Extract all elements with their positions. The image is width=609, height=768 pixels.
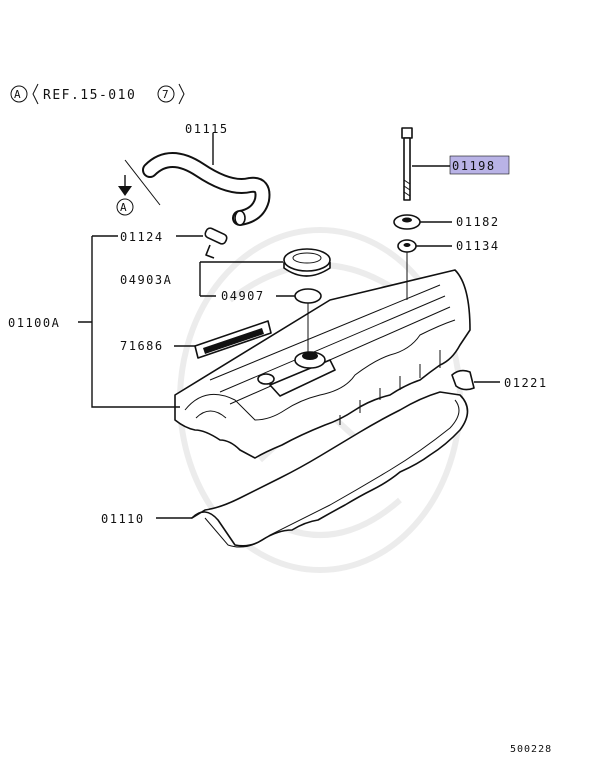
plug-part[interactable] [451,369,475,391]
label-01115: 01115 [185,122,229,136]
label-01124: 01124 [120,230,164,244]
label-01110: 01110 [101,512,145,526]
label-01221: 01221 [504,376,548,390]
connector-part[interactable] [204,227,228,259]
reference-circle-number: 7 [162,88,169,101]
seal-part[interactable] [397,239,417,253]
oil-cap-part[interactable] [283,248,331,277]
label-71686: 71686 [120,339,164,353]
label-01182: 01182 [456,215,500,229]
valve-cover-part[interactable] [174,269,471,459]
arrow-marker-label: A [120,201,127,214]
reference-text: REF.15-010 [43,88,136,103]
highlight-01198 [449,155,510,175]
label-01134: 01134 [456,239,500,253]
washer-part[interactable] [393,214,421,230]
bolt-part[interactable] [401,127,413,201]
label-01100a: 01100A [8,316,60,330]
label-04907: 04907 [221,289,265,303]
cover-gasket-part[interactable] [191,391,469,548]
label-01198[interactable]: 01198 [452,159,496,173]
emblem-part[interactable] [194,320,272,359]
diagram-number: 500228 [510,744,552,755]
reference-circle-letter: A [14,88,21,101]
reference-header[interactable]: A REF.15-010 7 [10,83,185,105]
hose-part[interactable] [142,152,271,226]
arrow-marker-a: A [116,159,161,216]
o-ring-part[interactable] [294,288,322,304]
label-04903a: 04903A [120,273,172,287]
